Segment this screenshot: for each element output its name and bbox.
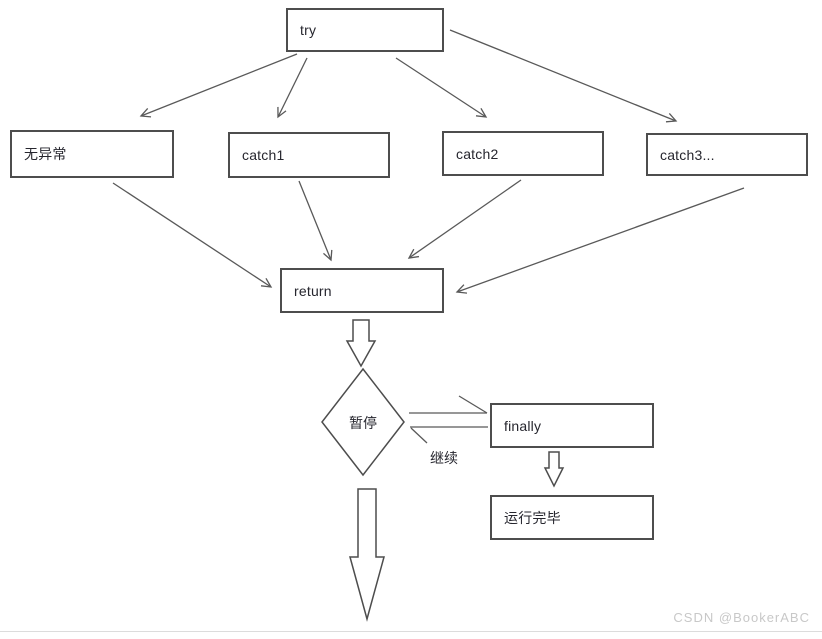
node-no-exception: 无异常 [10, 130, 174, 178]
arrow-try-to-catch1 [277, 57, 308, 119]
arrow-pause-to-finally-barb [458, 395, 488, 414]
node-try: try [286, 8, 444, 52]
arrow-no-exception-to-return [112, 182, 273, 288]
arrow-catch3-to-return [455, 187, 745, 294]
node-return: return [280, 268, 444, 313]
arrow-try-to-catch3 [449, 29, 678, 123]
hollow-arrow-return-to-pause [345, 319, 377, 368]
arrow-catch2-to-return [407, 179, 522, 259]
hollow-arrow-pause-exit-down [349, 488, 385, 622]
node-catch2: catch2 [442, 131, 604, 176]
bottom-divider [0, 631, 822, 632]
watermark-text: CSDN @BookerABC [673, 610, 810, 625]
arrow-catch1-to-return [298, 180, 333, 262]
node-catch1: catch1 [228, 132, 390, 178]
node-finally-label: finally [504, 417, 542, 434]
arrow-try-to-catch2 [395, 57, 488, 118]
node-no-exception-label: 无异常 [24, 146, 67, 162]
arrow-try-to-no-exception [139, 53, 298, 118]
node-run-complete: 运行完毕 [490, 495, 654, 540]
arrow-finally-to-pause-barb [410, 427, 428, 444]
node-try-label: try [300, 22, 317, 38]
node-return-label: return [294, 282, 332, 299]
node-catch3-label: catch3... [660, 146, 715, 163]
node-catch3: catch3... [646, 133, 808, 176]
node-catch2-label: catch2 [456, 145, 499, 162]
node-run-complete-label: 运行完毕 [504, 509, 561, 526]
node-pause-label: 暂停 [349, 415, 377, 431]
node-catch1-label: catch1 [242, 147, 285, 163]
hollow-arrow-finally-to-run-complete [543, 451, 565, 488]
node-finally: finally [490, 403, 654, 448]
edge-label-continue: 继续 [430, 450, 458, 466]
decision-diamond-pause [321, 367, 405, 477]
